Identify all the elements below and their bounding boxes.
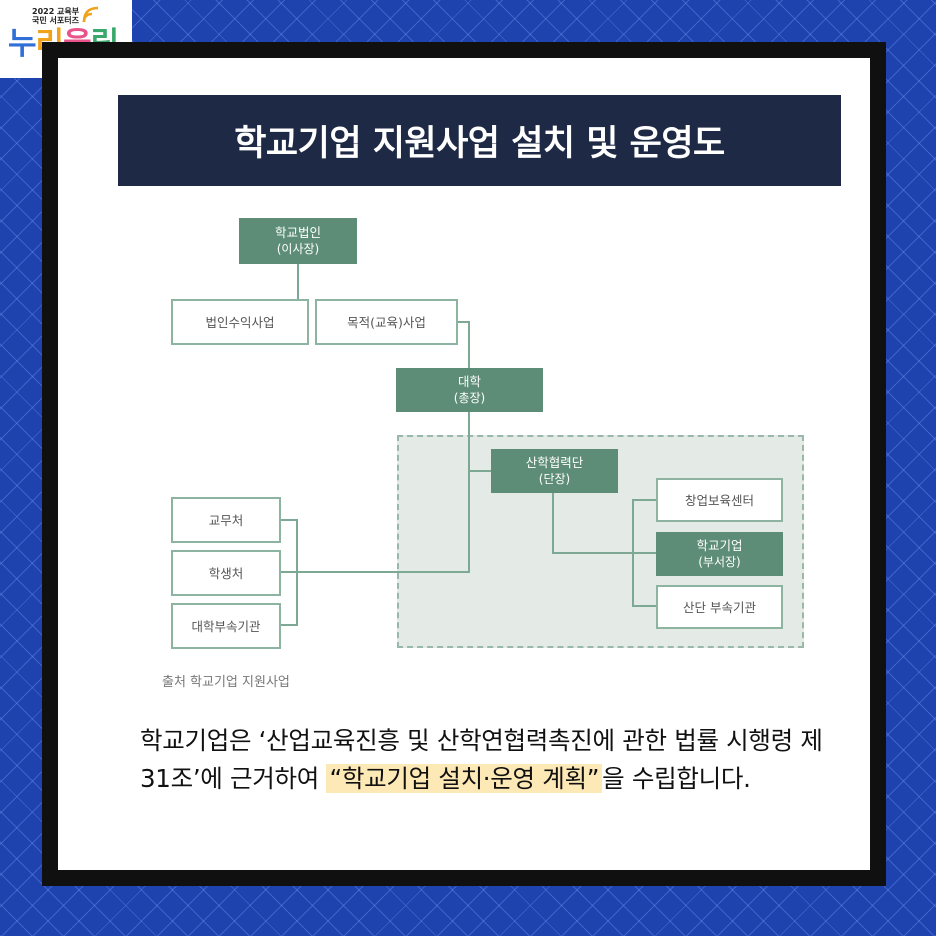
signal-waves-icon [82,6,99,23]
body-text-end: 을 수립합니다. [602,764,751,793]
node-affiliated-institutions: 대학부속기관 [171,603,281,649]
node-label: 창업보육센터 [684,492,754,508]
logo-char: 누 [8,26,37,62]
highlighted-phrase: “학교기업 설치·운영 계획” [326,764,603,793]
page-title: 학교기업 지원사업 설치 및 운영도 [118,95,841,186]
connector-line [632,499,656,607]
node-sub: (이사장) [276,242,320,256]
node-startup-center: 창업보육센터 [656,478,783,522]
body-paragraph: 학교기업은 ‘산업교육진흥 및 산학연협력촉진에 관한 법률 시행령 제31조’… [140,722,840,798]
logo-subtitle: 2022 교육부 국민 서포터즈 [32,7,79,25]
connector-line [281,519,298,626]
node-label: 목적(교육)사업 [347,314,426,330]
node-coop-affiliated: 산단 부속기관 [656,585,783,629]
node-label: 대학부속기관 [191,618,261,634]
connector-line [281,411,470,573]
node-sub: (총장) [453,391,486,405]
node-school-enterprise: 학교기업 (부서장) [656,532,783,576]
node-label: 산단 부속기관 [683,599,756,615]
node-label: 학교법인 [274,225,321,240]
connector-line [458,321,470,368]
body-text-start: 학교기업은 ‘산업교육진흥 및 산학연협력촉진에 관한 법률 시행령 제31조’… [140,726,823,793]
node-university: 대학 (총장) [396,368,543,412]
source-caption: 출처 학교기업 지원사업 [162,675,290,690]
node-label: 대학 [457,374,481,389]
logo-line-2: 국민 서포터즈 [32,16,79,25]
node-academic-affairs: 교무처 [171,497,281,543]
node-sub: (부서장) [698,555,741,569]
connector-line [552,493,656,554]
node-label: 산학협력단 [525,455,584,470]
node-label: 법인수익사업 [205,314,275,330]
node-purpose-business: 목적(교육)사업 [315,299,458,345]
node-student-affairs: 학생처 [171,550,281,596]
node-industry-coop: 산학협력단 (단장) [491,449,618,493]
node-corp-profit: 법인수익사업 [171,299,309,345]
node-label: 교무처 [208,512,244,528]
node-sub: (단장) [538,472,571,486]
node-label: 학교기업 [696,538,743,553]
node-label: 학생처 [208,565,244,581]
logo-line-1: 2022 교육부 [32,7,80,16]
node-school-corp: 학교법인 (이사장) [239,218,357,264]
